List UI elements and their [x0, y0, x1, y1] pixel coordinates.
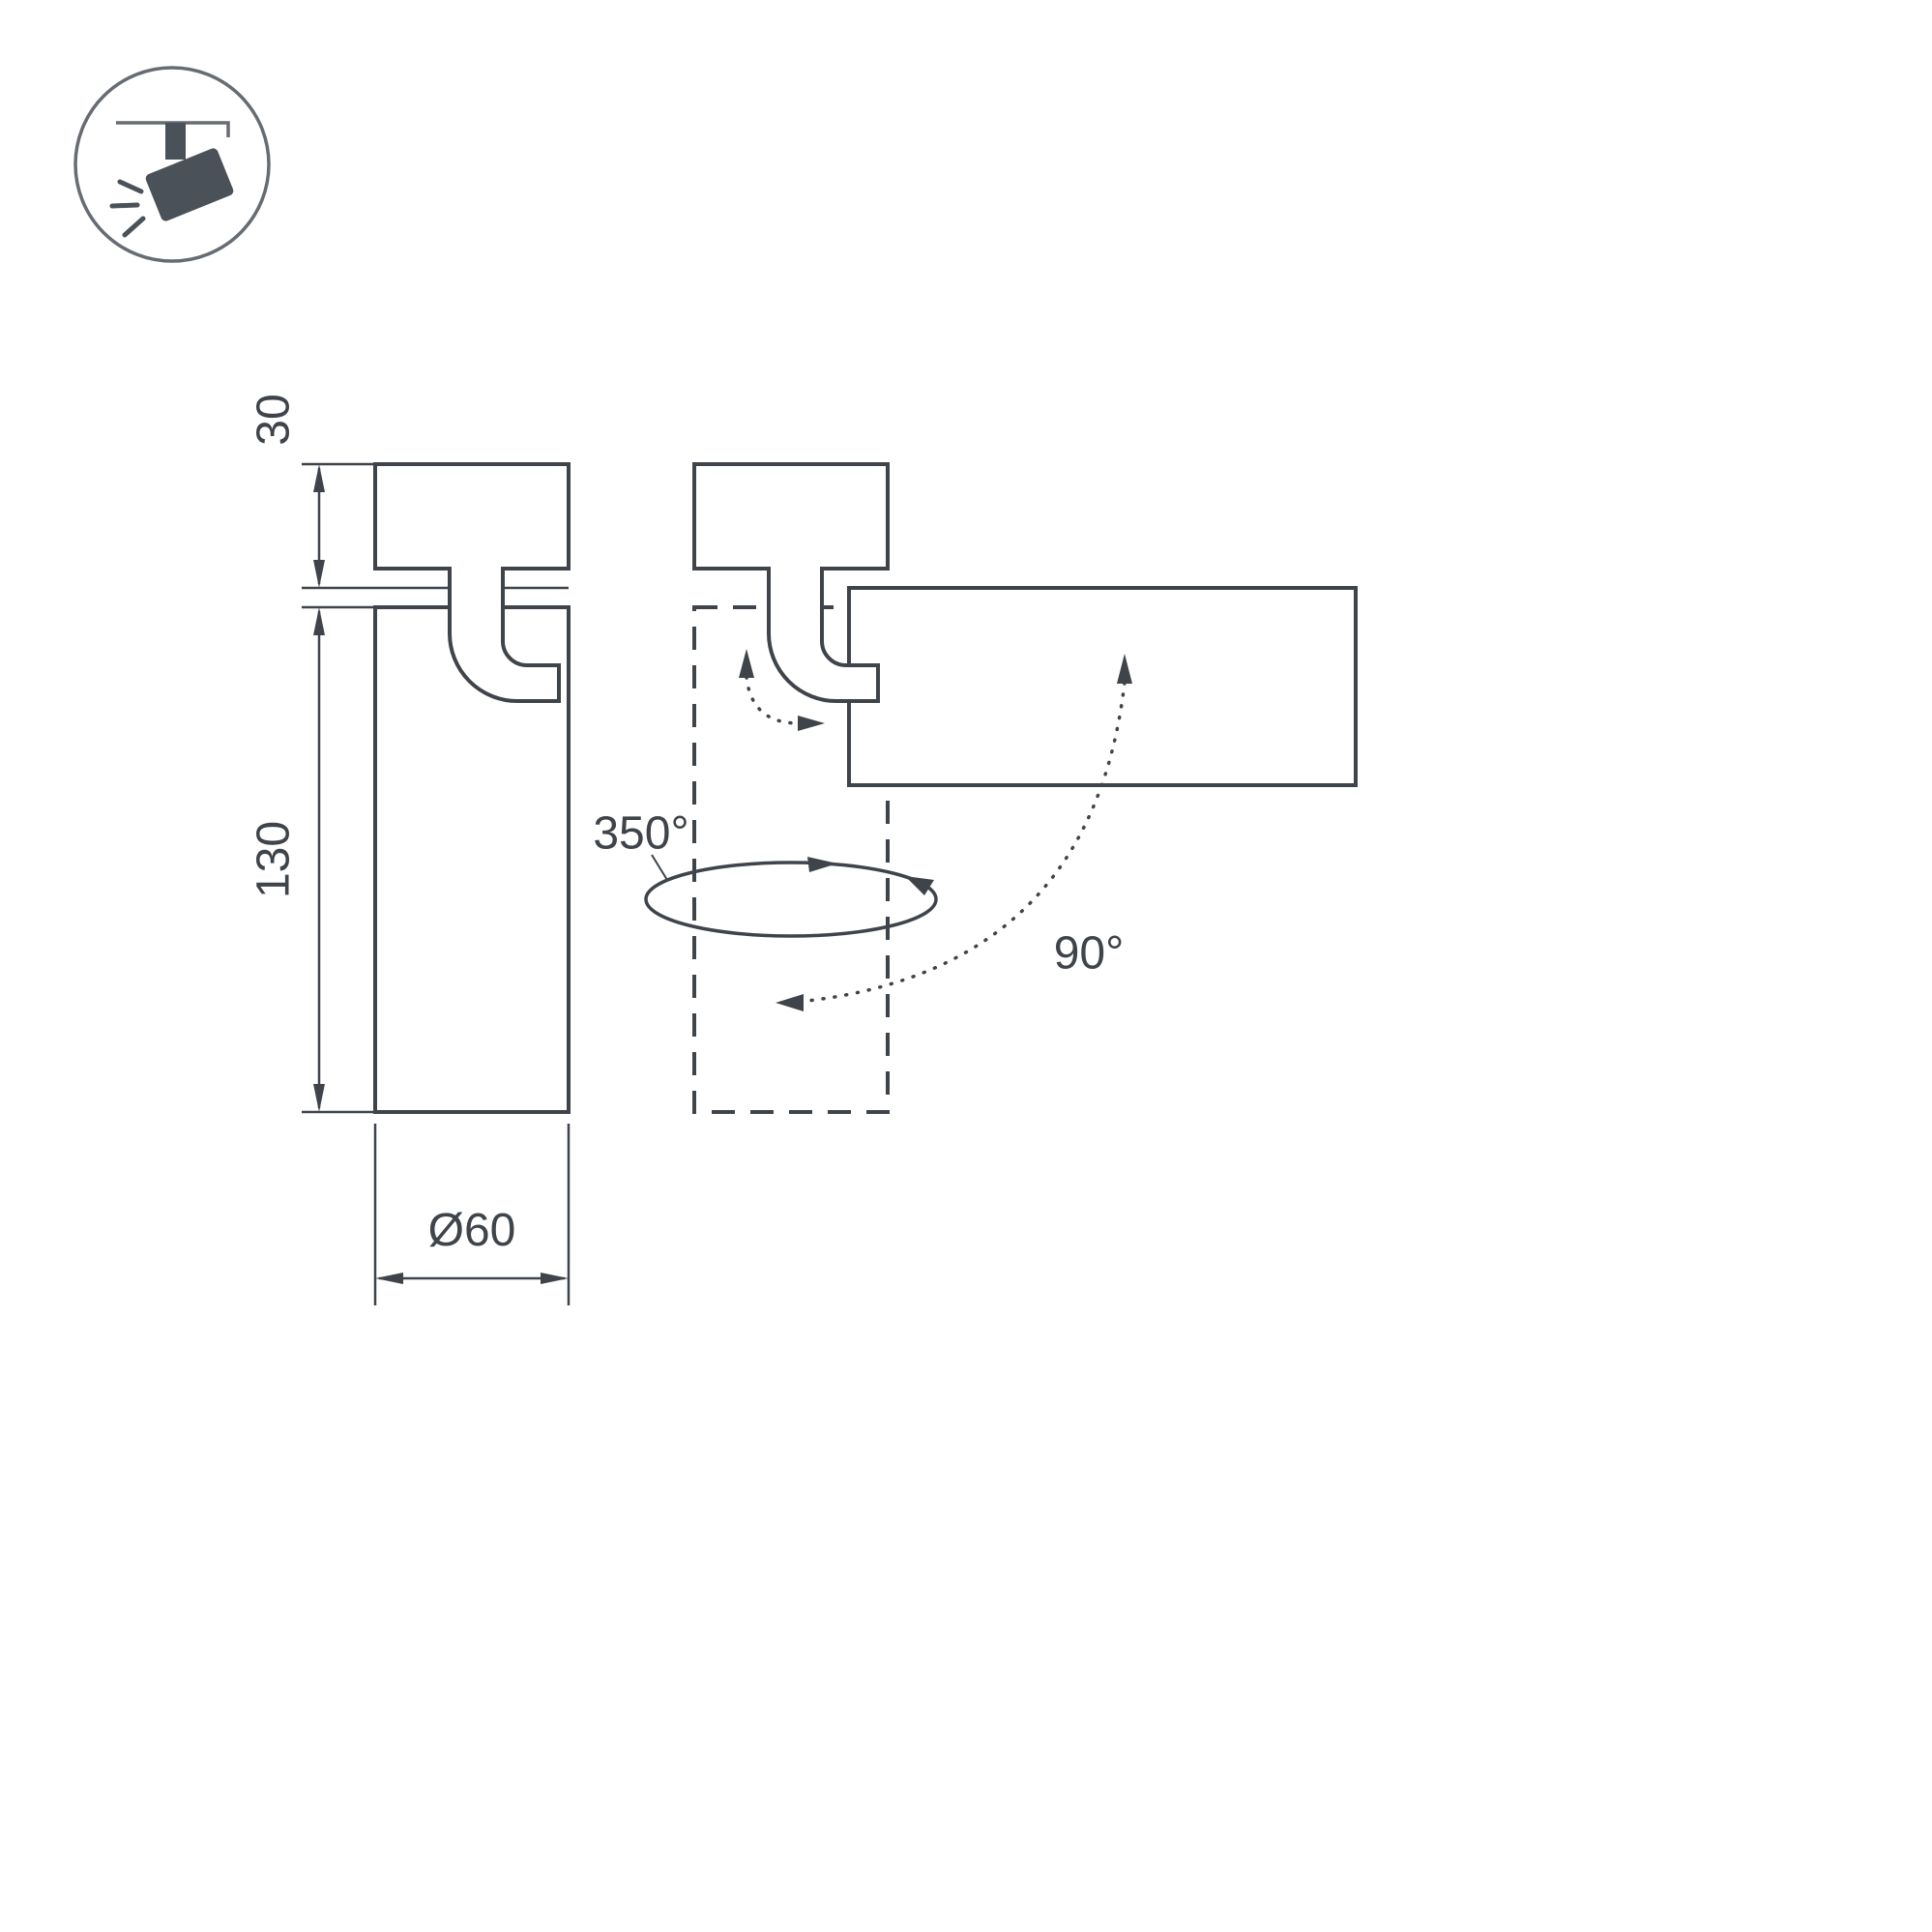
icon-spot-head: [145, 148, 234, 221]
light-ray: [122, 216, 146, 238]
rotation-arrow-ccw: [905, 876, 934, 895]
tilt-arrow-left: [776, 994, 804, 1011]
tilt-arrow-up: [1117, 654, 1132, 684]
joint-arrow-up: [739, 649, 754, 678]
tilt-angle-label: 90°: [1054, 928, 1125, 980]
rotation-angle-label: 350°: [593, 808, 688, 860]
rotation-leader-line: [651, 854, 668, 881]
rotation-indicator: 350°: [593, 808, 938, 938]
dimension-label-30: 30: [249, 394, 300, 445]
canopy-side: [692, 462, 890, 571]
dimension-label-diameter: Ø60: [428, 1205, 516, 1256]
arrowhead-up: [313, 464, 325, 492]
dimension-diameter: Ø60: [373, 1124, 571, 1305]
arrowhead-up: [313, 607, 325, 635]
icon-ceiling-line: [116, 121, 230, 137]
dimension-label-130: 130: [249, 821, 300, 898]
arrowhead-left: [375, 1273, 403, 1284]
joint-tilt-arc: [739, 649, 825, 731]
icon-circle: [73, 66, 271, 263]
light-ray: [109, 202, 140, 209]
front-view: 30 130 Ø60: [249, 394, 571, 1305]
body-side-horizontal: [847, 586, 1358, 787]
arrowhead-right: [541, 1273, 569, 1284]
tilt-indicator: 90°: [776, 654, 1132, 1011]
canopy-front: [373, 462, 571, 571]
arm-front-outline: [448, 567, 561, 703]
arrowhead-down: [313, 1084, 325, 1112]
rotation-arrow-cw: [807, 857, 837, 872]
icon-mount-stem: [165, 123, 186, 160]
side-view: 350° 90°: [593, 462, 1358, 1114]
light-ray: [117, 179, 144, 194]
icon-light-rays: [109, 179, 146, 238]
joint-arrow-right: [798, 716, 825, 731]
arm-side-fill: [769, 567, 878, 701]
arm-front-fill: [450, 567, 559, 701]
dimension-body-length: 130: [249, 607, 325, 1112]
rotation-ellipse: [644, 861, 938, 938]
dimension-canopy-height: 30: [249, 394, 325, 588]
arm-side-outline: [767, 567, 880, 703]
arrowhead-down: [313, 560, 325, 588]
spotlight-icon: [73, 66, 271, 263]
